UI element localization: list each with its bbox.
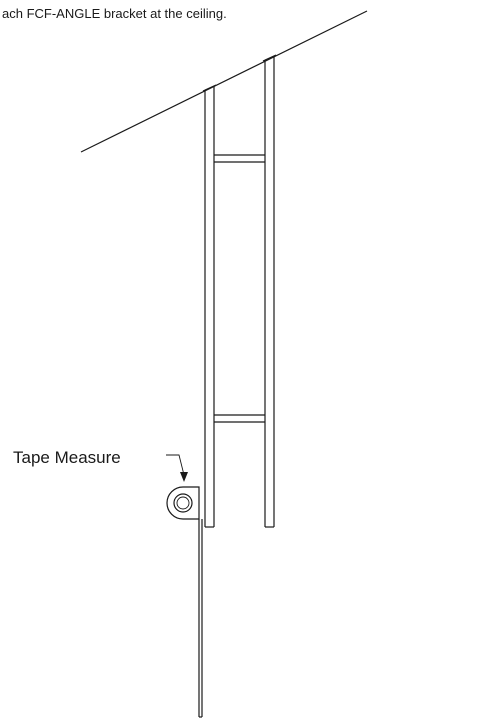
lower-cross-brace: [214, 414, 265, 423]
tape-measure-leader: [166, 454, 188, 482]
ceiling-line: [80, 10, 368, 153]
right-rail: [264, 55, 275, 528]
left-rail: [204, 85, 215, 528]
tape-measure-label: Tape Measure: [13, 448, 121, 467]
angle-bracket-marks: [202, 54, 277, 92]
tape-blade: [198, 519, 203, 718]
instruction-caption: ach FCF-ANGLE bracket at the ceiling.: [2, 6, 227, 21]
upper-cross-brace: [214, 154, 265, 163]
tape-measure-icon: [166, 486, 200, 520]
